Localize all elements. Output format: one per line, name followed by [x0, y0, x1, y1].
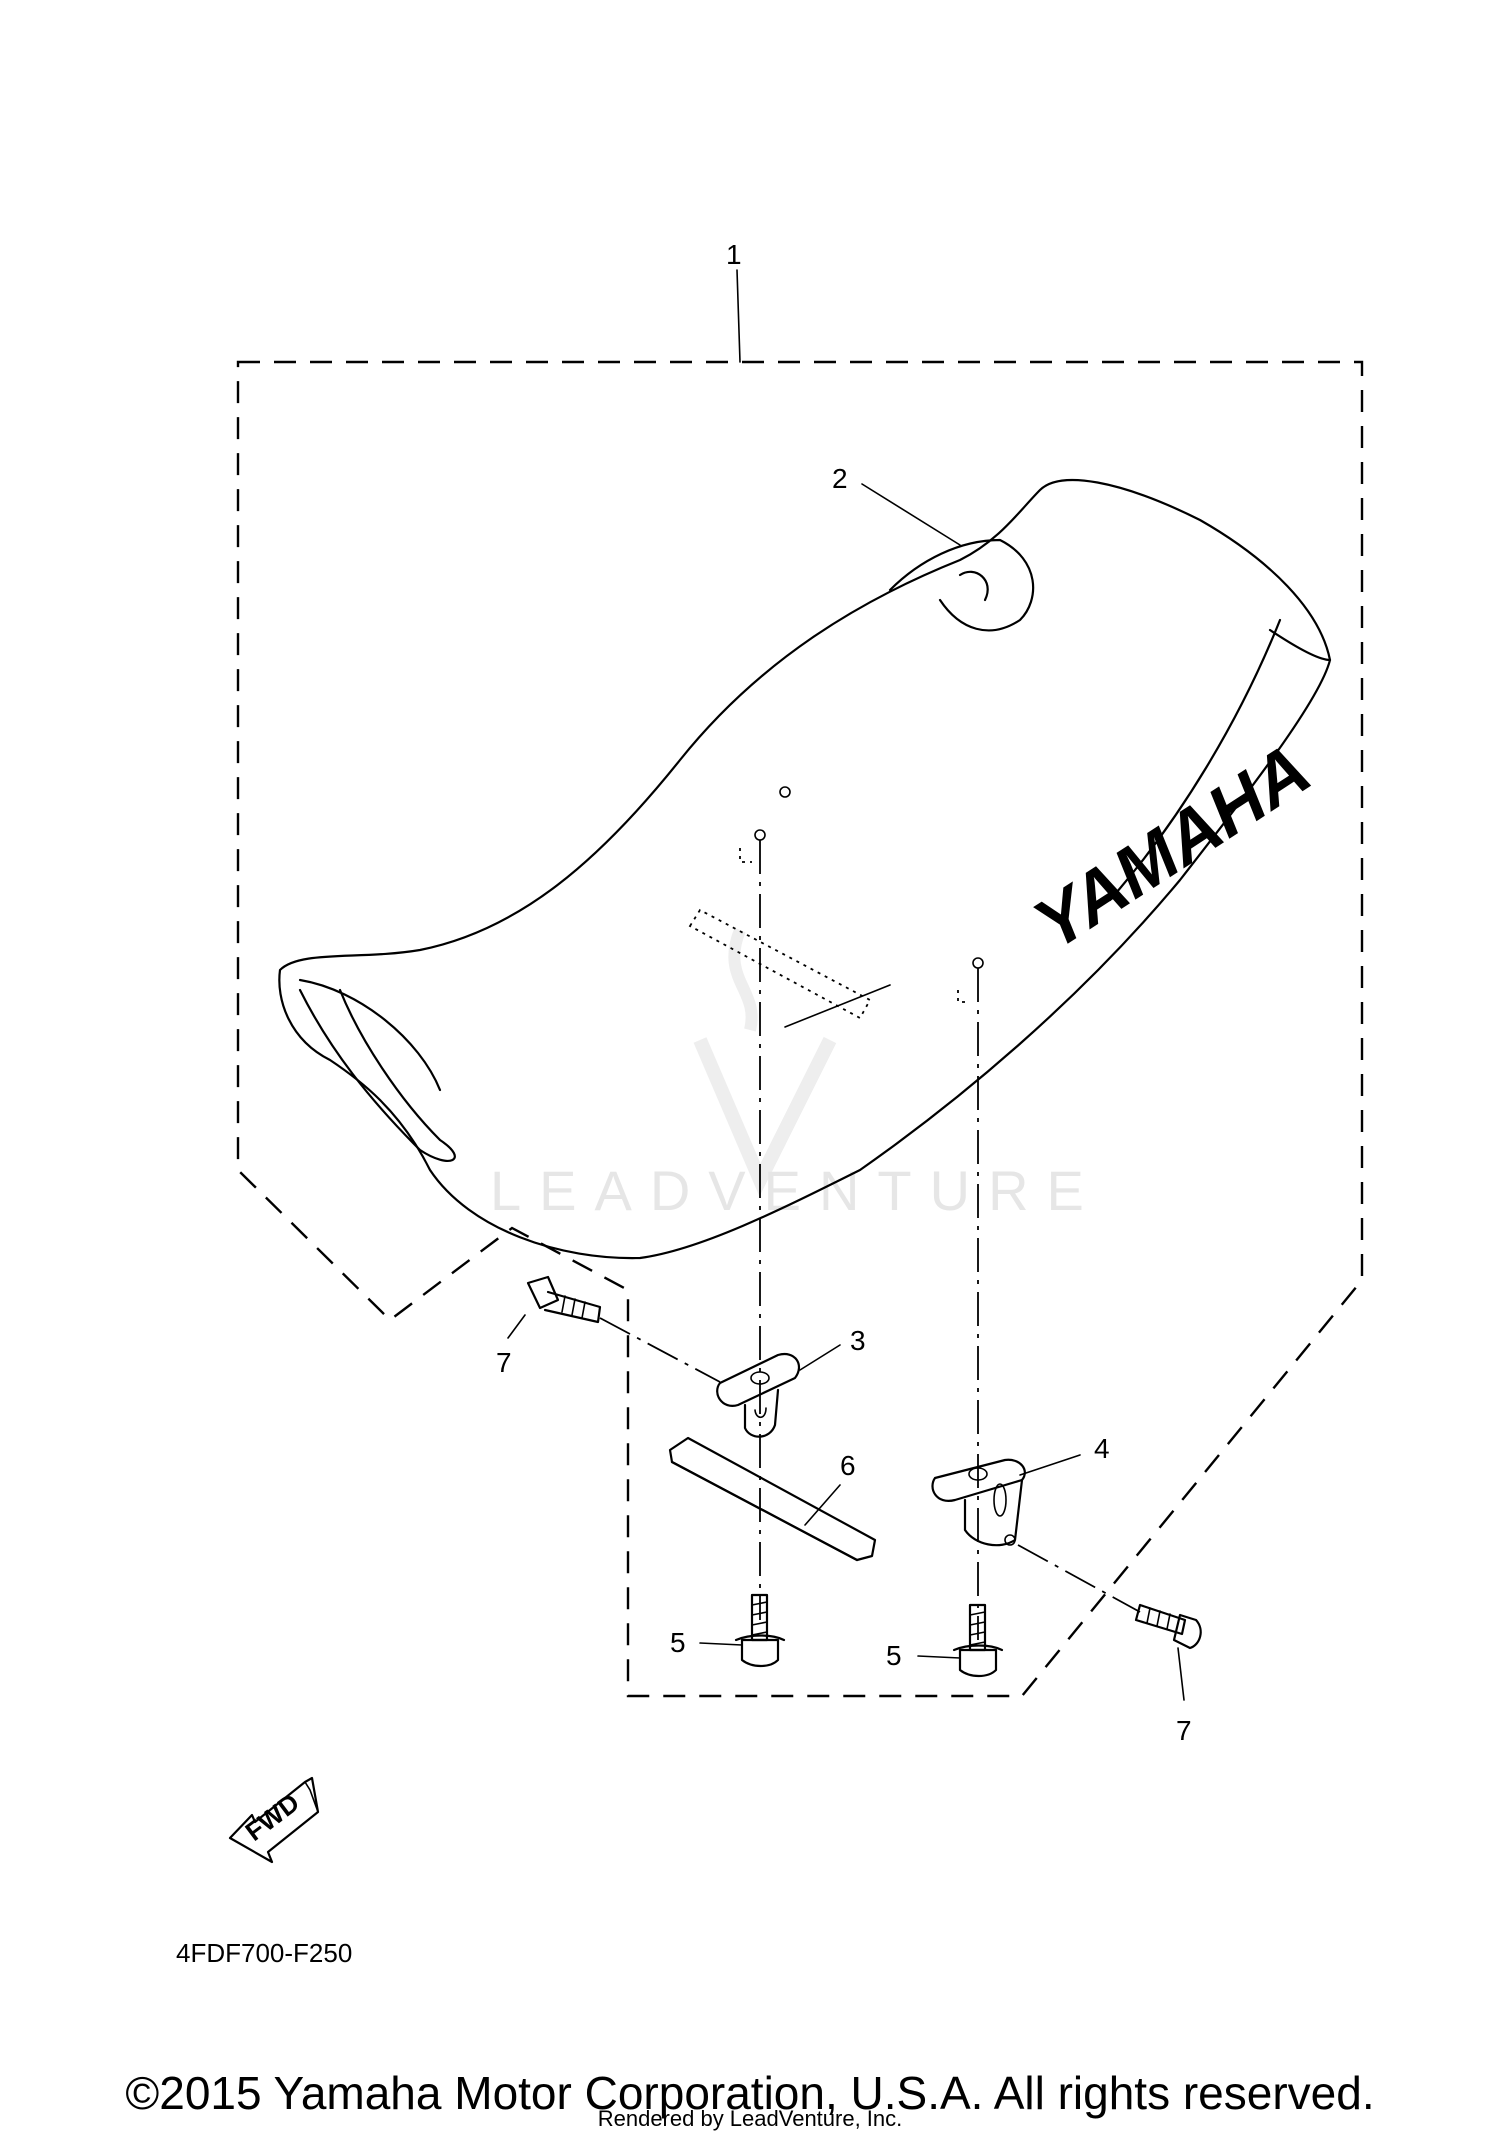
callout-5-right: 5 — [886, 1640, 902, 1671]
leader-5-left — [699, 1642, 743, 1646]
leader-1 — [736, 269, 741, 363]
callout-5-left: 5 — [670, 1627, 686, 1658]
pad-6 — [668, 1436, 877, 1562]
leader-4 — [1019, 1454, 1081, 1476]
leader-7-right — [1177, 1647, 1185, 1701]
bracket-3 — [716, 1352, 801, 1438]
bolt-7-right — [1134, 1603, 1202, 1650]
bracket-4 — [931, 1458, 1026, 1547]
callout-3: 3 — [850, 1325, 866, 1356]
bolt-7-left — [526, 1275, 602, 1324]
seat — [278, 478, 1332, 1260]
assembly-boundary — [236, 360, 1364, 1698]
bolt-5-left — [734, 1593, 786, 1668]
leader-6 — [804, 1484, 841, 1526]
axis-line-bolt-7-right — [1017, 1544, 1141, 1613]
leader-5-right — [917, 1655, 961, 1659]
fwd-label: FWD — [240, 1787, 305, 1847]
bolt-5-right — [952, 1603, 1004, 1678]
seat-brand-text: YAMAHA — [1020, 729, 1324, 965]
leader-2 — [861, 483, 961, 546]
callout-7-right: 7 — [1176, 1715, 1192, 1746]
callout-7-left: 7 — [496, 1347, 512, 1378]
watermark: LEADVENTURE — [490, 927, 1102, 1222]
watermark-text: LEADVENTURE — [490, 1159, 1102, 1222]
callout-4: 4 — [1094, 1433, 1110, 1464]
leader-7-left — [507, 1314, 526, 1339]
leader-3 — [799, 1344, 841, 1371]
callout-1: 1 — [726, 239, 742, 270]
watermark-logo-icon — [693, 927, 837, 1197]
copyright-notice: ©2015 Yamaha Motor Corporation, U.S.A. A… — [125, 2067, 1375, 2119]
fwd-arrow-icon — [228, 1776, 320, 1864]
axis-line-bolt-7-left — [599, 1317, 721, 1383]
part-code: 4FDF700-F250 — [176, 1938, 352, 1968]
leader-6-to-seat — [784, 984, 891, 1028]
rendered-by-notice: Rendered by LeadVenture, Inc. — [597, 2106, 903, 2131]
callout-6: 6 — [840, 1450, 856, 1481]
callout-2: 2 — [832, 463, 848, 494]
